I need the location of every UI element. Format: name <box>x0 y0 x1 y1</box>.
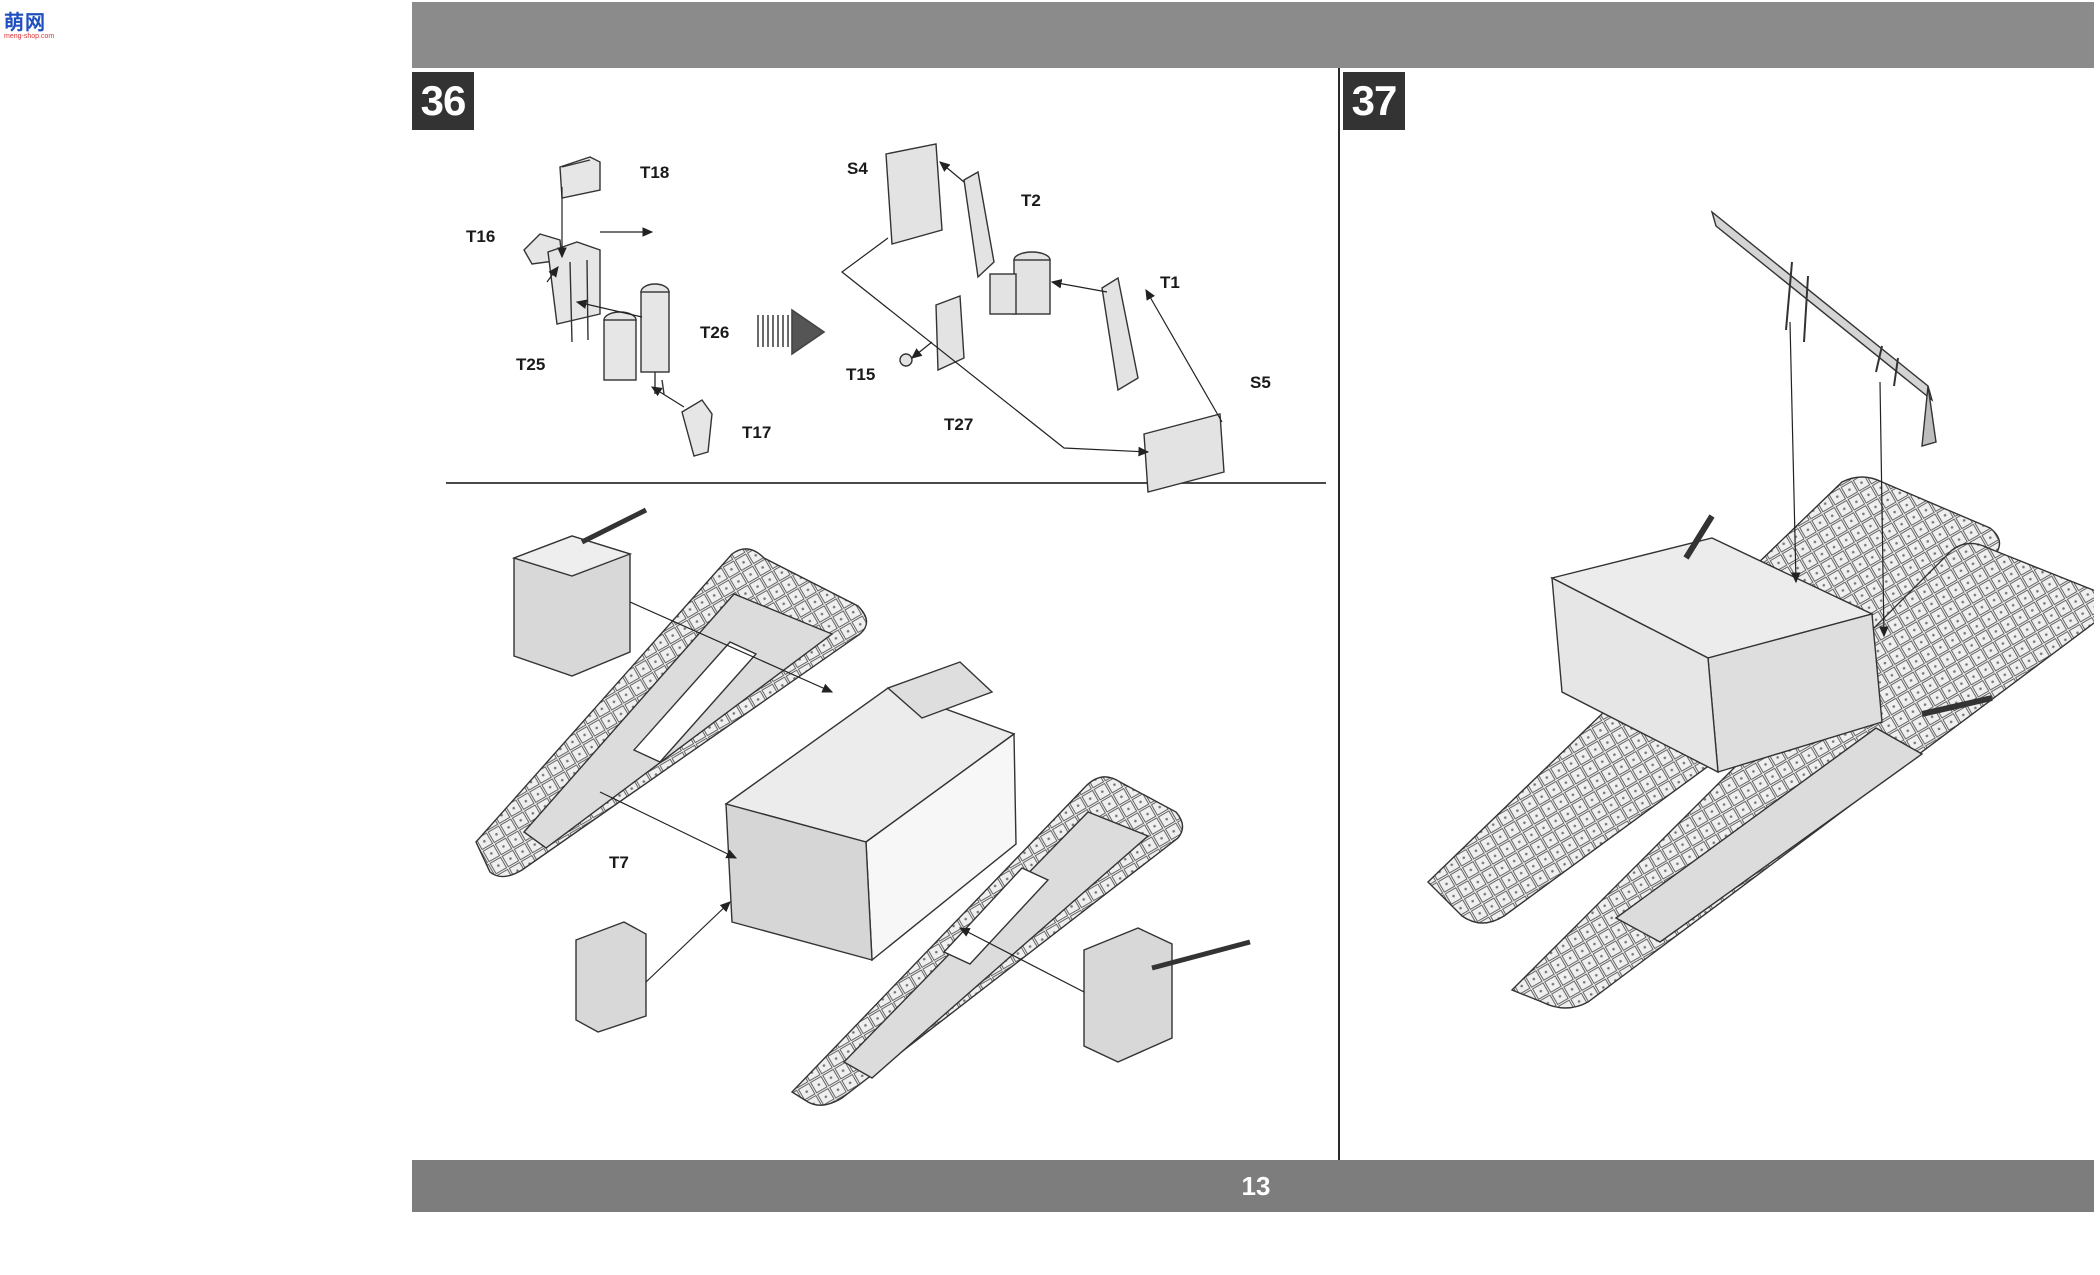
label-t1: T1 <box>1160 273 1180 292</box>
step-37-badge: 37 <box>1343 72 1405 130</box>
step36-subassembly-right <box>885 143 1225 493</box>
footer-band <box>412 1160 2094 1212</box>
watermark-logo: 萌网 meng-shop.com <box>4 6 74 42</box>
column-divider <box>1338 68 1340 1160</box>
assembly-drawings: T18 T16 T25 T26 T17 S4 T2 T1 T15 T27 S5 <box>466 143 2094 1106</box>
label-s5: S5 <box>1250 373 1271 392</box>
step37-tank-assembly <box>1427 210 2094 1009</box>
label-t17: T17 <box>742 423 771 442</box>
section-divider <box>446 482 1326 484</box>
label-t26: T26 <box>700 323 729 342</box>
label-t18: T18 <box>640 163 669 182</box>
watermark-logo-text: 萌网 <box>4 10 46 34</box>
label-s4: S4 <box>847 159 868 178</box>
step-36-badge: 36 <box>412 72 474 130</box>
instruction-page: 36 37 <box>412 2 2094 1212</box>
watermark-url: meng-shop.com <box>4 33 55 40</box>
label-t16: T16 <box>466 227 495 246</box>
label-t7: T7 <box>609 853 629 872</box>
page-number-text: 13 <box>1241 1171 1271 1201</box>
step36-process-arrow <box>757 308 826 356</box>
step36-arrows-left <box>546 187 685 408</box>
page-number: 13 <box>412 1160 2094 1212</box>
label-t27: T27 <box>944 415 973 434</box>
step36-arrows-right <box>841 161 1223 457</box>
header-band <box>412 2 2094 68</box>
step36-hull-assembly <box>475 507 1251 1106</box>
label-t25: T25 <box>516 355 545 374</box>
label-t2: T2 <box>1021 191 1041 210</box>
step36-hull-arrows <box>599 601 1085 993</box>
label-t15: T15 <box>846 365 875 384</box>
step37-arrows <box>1789 321 1889 638</box>
step36-subassembly-left <box>523 156 713 457</box>
